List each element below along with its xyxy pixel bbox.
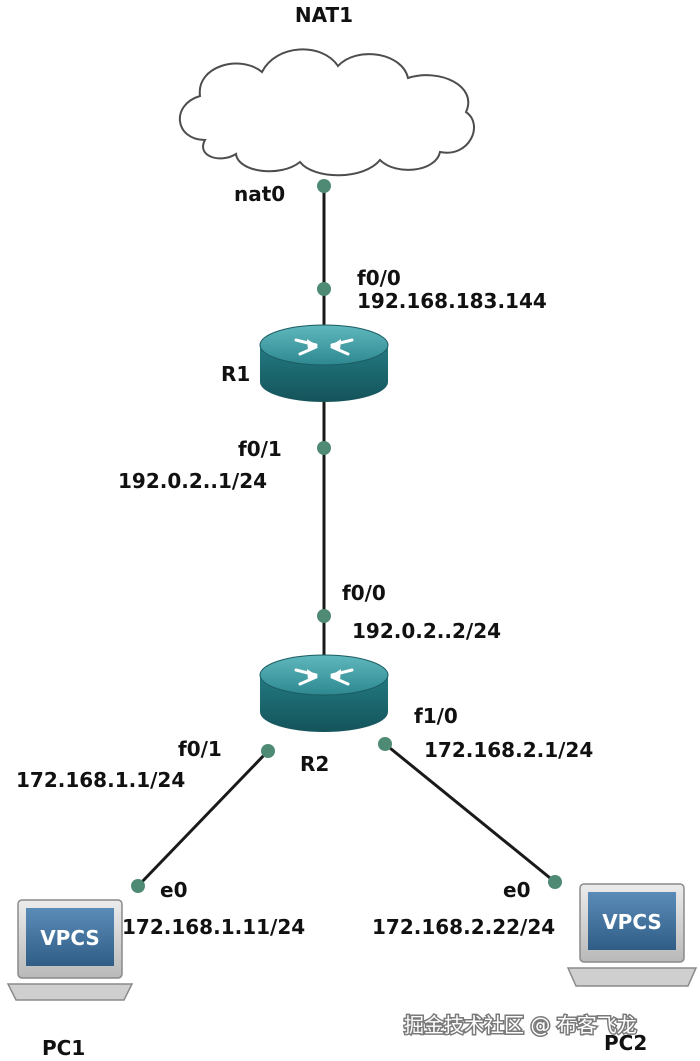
- port-dot-pc1-e0[interactable]: [131, 879, 145, 893]
- router-icon[interactable]: [259, 324, 389, 402]
- port-dot-r2-f0-1[interactable]: [261, 744, 275, 758]
- router-r2-ip-right: 172.168.2.1/24: [424, 738, 593, 762]
- port-dot-r1-f0-1[interactable]: [317, 441, 331, 455]
- cloud-icon[interactable]: [179, 48, 475, 177]
- router-r2-port-left: f0/1: [178, 737, 222, 761]
- router-r2-ip-left: 172.168.1.1/24: [16, 768, 185, 792]
- pc2-name: PC2: [604, 1031, 647, 1055]
- port-dot-r2-f1-0[interactable]: [378, 737, 392, 751]
- pc1-name: PC1: [42, 1036, 85, 1060]
- router-r2-port-right: f1/0: [414, 704, 458, 728]
- router-r1-ip-top: 192.168.183.144: [357, 289, 547, 313]
- pc2-ip-label: 172.168.2.22/24: [372, 915, 555, 939]
- pc1-port-label: e0: [160, 878, 187, 902]
- router-r1-port-top: f0/0: [357, 266, 401, 290]
- link-r2-pc2: [384, 742, 556, 884]
- port-dot-pc2-e0[interactable]: [548, 875, 562, 889]
- port-dot-r1-f0-0[interactable]: [317, 282, 331, 296]
- pc1-screen-label: VPCS: [40, 926, 100, 950]
- router-icon[interactable]: [259, 654, 389, 732]
- router-r1-port-bottom: f0/1: [238, 437, 282, 461]
- pc2-screen-label: VPCS: [602, 910, 662, 934]
- link-r2-pc1: [136, 749, 270, 888]
- cloud-name: NAT1: [295, 3, 353, 27]
- router-r2-port-top: f0/0: [342, 581, 386, 605]
- watermark-text: 掘金技术社区 @ 布客飞龙: [404, 1013, 637, 1037]
- cloud-port-label: nat0: [234, 182, 285, 206]
- pc2-port-label: e0: [503, 878, 530, 902]
- computer-icon[interactable]: [6, 899, 134, 1001]
- computer-icon[interactable]: [566, 883, 698, 987]
- router-r1-name: R1: [221, 362, 250, 386]
- pc1-ip-label: 172.168.1.11/24: [122, 915, 305, 939]
- port-dot-r2-f0-0[interactable]: [317, 609, 331, 623]
- router-r1-ip-bottom: 192.0.2..1/24: [118, 469, 267, 493]
- router-r2-ip-top: 192.0.2..2/24: [352, 619, 501, 643]
- port-dot-nat0[interactable]: [317, 179, 331, 193]
- router-r2-name: R2: [300, 752, 329, 776]
